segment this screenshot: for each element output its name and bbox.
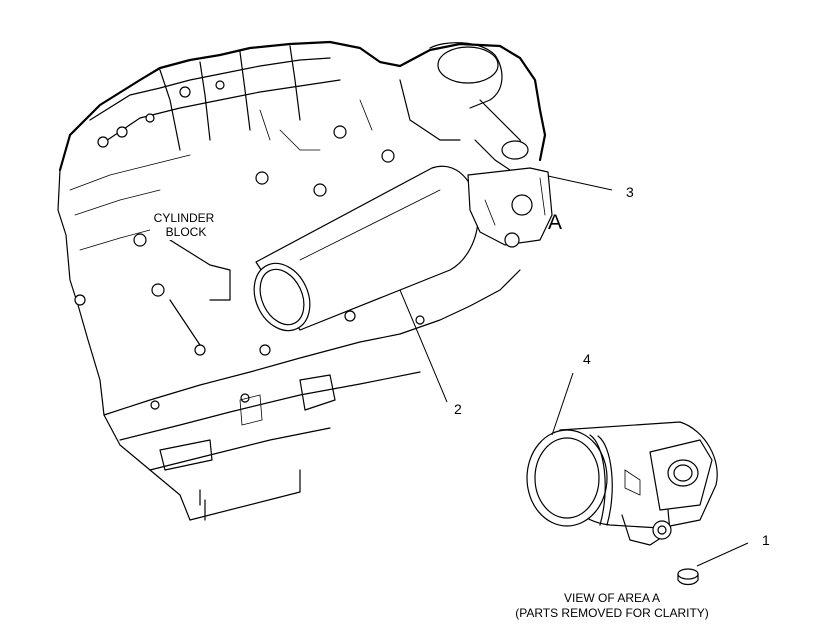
view-caption-line1: VIEW OF AREA A: [564, 591, 660, 605]
detail-view-a: [526, 421, 718, 546]
leader-line-4: [551, 372, 574, 436]
callout-4: 4: [583, 351, 591, 367]
callout-1: 1: [762, 532, 770, 548]
cylinder-label: CYLINDER: [154, 211, 215, 225]
block-label: BLOCK: [166, 225, 207, 239]
view-caption-line2: (PARTS REMOVED FOR CLARITY): [515, 606, 709, 620]
leader-line-2: [399, 289, 448, 403]
callout-3: 3: [626, 184, 634, 200]
plug-part-1: [677, 568, 699, 586]
leader-lines: [399, 175, 749, 567]
leader-line-3: [547, 175, 613, 191]
area-a-label: A: [548, 211, 562, 234]
water-tube-part-2: [253, 165, 479, 332]
callout-2: 2: [454, 401, 462, 417]
leader-line-1: [696, 542, 749, 567]
cylinder-block-illustration: [57, 40, 547, 521]
elbow-assembly-area-a: [467, 167, 553, 248]
